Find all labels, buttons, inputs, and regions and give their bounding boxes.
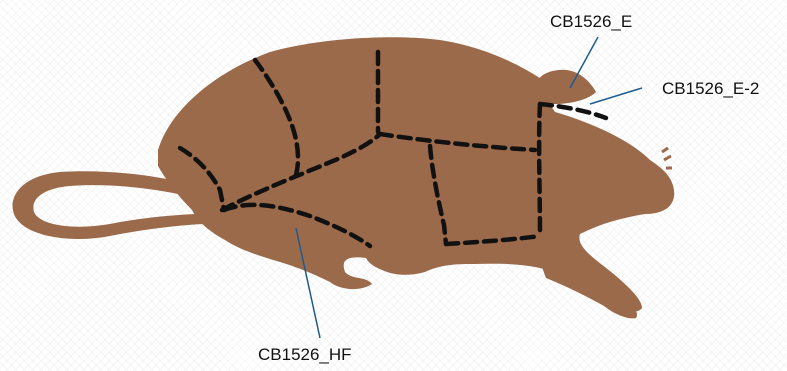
label-cb1526-e2: CB1526_E-2	[662, 79, 759, 99]
rat-whiskers	[662, 148, 672, 168]
rat-ear	[536, 70, 596, 104]
rat-body	[158, 37, 674, 311]
pointer-line-e2	[590, 88, 642, 104]
dash-line-8	[539, 104, 540, 236]
label-cb1526-e: CB1526_E	[550, 12, 632, 32]
label-cb1526-hf: CB1526_HF	[258, 345, 352, 365]
